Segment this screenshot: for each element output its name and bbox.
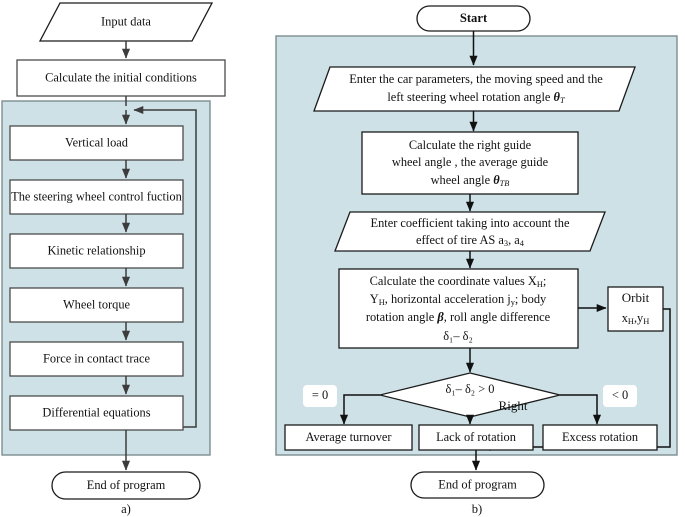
orbit-x: x	[622, 311, 629, 325]
right-start-label: Start	[460, 11, 488, 25]
coord-text-y: Y	[370, 292, 379, 306]
branch-label-lt: < 0	[612, 388, 628, 402]
right-enter-params-line1: Enter the car parameters, the moving spe…	[349, 72, 603, 86]
right-end-label: End of program	[438, 477, 517, 491]
coord-text-c: , horizontal acceleration j	[385, 292, 511, 306]
left-step-box-1	[9, 179, 184, 215]
orbit-y: ,y	[634, 311, 644, 325]
left-init-label: Calculate the initial conditions	[45, 70, 197, 84]
theta-subscript: TB	[500, 179, 510, 188]
coef-sub-4: 4	[520, 239, 525, 248]
coord-text-e: rotation angle	[366, 310, 438, 324]
orbit-sub-h1: H	[628, 317, 634, 326]
left-step-box-0	[9, 125, 184, 161]
theta-symbol: θ	[554, 90, 561, 104]
right-result-label-left: Average turnover	[305, 430, 392, 444]
left-input-parallelogram	[38, 2, 214, 42]
right-enter-params-parallelogram	[313, 66, 636, 112]
coord-text-d: ; body	[515, 292, 547, 306]
left-step-label-5: Differential equations	[42, 405, 150, 419]
right-result-label-right: Excess rotation	[562, 430, 638, 444]
branch-line-left	[339, 394, 380, 425]
right-calc-coord-line2: YH, horizontal acceleration jy; body	[370, 292, 547, 307]
right-calc-guide-box	[361, 131, 579, 195]
left-step-label-2: Kinetic relationship	[47, 243, 145, 257]
left-end-terminator	[51, 471, 201, 500]
branch-line-right	[560, 394, 602, 425]
branch-label-eq-bg	[303, 385, 337, 407]
left-step-label-4: Force in contact trace	[43, 351, 150, 365]
coef-text-a: effect of tire AS a	[416, 233, 504, 247]
right-calc-coord-line1: Calculate the coordinate values XH;	[370, 274, 547, 289]
orbit-sub-h2: H	[643, 317, 649, 326]
theta-symbol: θ	[493, 173, 500, 187]
right-result-box-right	[542, 424, 658, 451]
right-end-terminator	[410, 471, 545, 499]
left-step-label-0: Vertical load	[65, 135, 129, 149]
coord-text-f: , roll angle difference	[444, 310, 551, 324]
beta-symbol: β	[436, 310, 444, 324]
right-orbit-coords: xH,yH	[622, 311, 650, 326]
left-step-box-5	[9, 395, 184, 431]
left-init-box	[16, 59, 226, 97]
right-calc-coord-box	[338, 268, 579, 349]
left-step-box-4	[9, 341, 184, 377]
left-end-label: End of program	[87, 478, 166, 492]
left-step-box-3	[9, 287, 184, 323]
coord-sub-h2: H	[379, 298, 385, 307]
right-calc-coord-line3: rotation angle β, roll angle difference	[366, 310, 551, 324]
right-caption: b)	[472, 502, 483, 516]
left-step-box-2	[9, 233, 184, 269]
right-enter-coef-parallelogram	[334, 211, 606, 252]
enter-params-text: left steering wheel rotation angle	[387, 90, 553, 104]
coord-sub-h: H	[537, 280, 543, 289]
branch-label-eq: = 0	[312, 388, 328, 402]
coord-text-b: ;	[543, 274, 546, 288]
left-caption: a)	[121, 502, 131, 516]
branch-label-lt-bg	[603, 385, 637, 407]
right-enter-params-line2: left steering wheel rotation angle θT	[387, 90, 566, 105]
branch-label-right: Right	[499, 398, 528, 413]
right-calc-guide-line2: wheel angle , the average guide	[392, 155, 549, 169]
right-result-box-middle	[418, 424, 534, 451]
right-decision-label: δ₁– δ₂ > 0	[446, 382, 495, 396]
coef-text-b: , a	[508, 233, 520, 247]
right-orbit-label: Orbit	[622, 290, 650, 305]
left-step-label-1: The steering wheel control fuction	[11, 189, 182, 203]
theta-subscript: T	[560, 96, 566, 105]
right-enter-coef-line2: effect of tire AS a3, a4	[416, 233, 525, 248]
right-result-box-left	[284, 424, 413, 451]
calc-guide-text: wheel angle	[431, 173, 494, 187]
coord-text-a: Calculate the coordinate values X	[370, 274, 537, 288]
right-orbit-box	[607, 286, 664, 332]
coord-sub-y: y	[511, 298, 516, 307]
left-step-label-3: Wheel torque	[63, 297, 131, 311]
right-enter-coef-line1: Enter coefficient taking into account th…	[371, 216, 570, 230]
right-calc-guide-line1: Calculate the right guide	[409, 138, 532, 152]
left-input-label: Input data	[101, 14, 151, 28]
right-calc-coord-line4: δ₁– δ₂	[443, 329, 473, 343]
right-calc-guide-line3: wheel angle θTB	[431, 173, 510, 188]
right-result-label-middle: Lack of rotation	[436, 430, 516, 444]
coef-sub-3: 3	[504, 239, 508, 248]
